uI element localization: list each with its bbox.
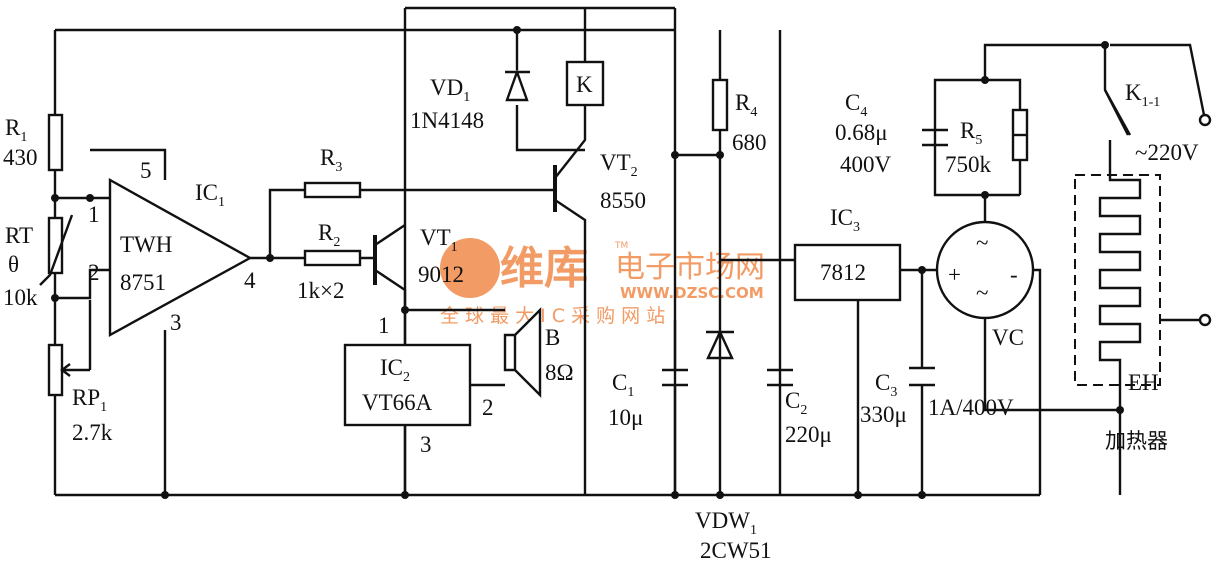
component-label: RP1	[72, 385, 107, 415]
component-label: IC3	[830, 205, 860, 235]
component-label: K	[576, 72, 593, 97]
component-label: VDW1	[695, 508, 757, 538]
component-label: IC2	[380, 355, 410, 385]
component-label: C2	[785, 388, 807, 418]
terminal-1	[1198, 113, 1212, 127]
component-label: 1	[88, 202, 100, 227]
capacitor-c2	[767, 368, 793, 387]
capacitor-c1	[662, 368, 688, 495]
component-label: VT1	[420, 225, 458, 255]
component-label: 10μ	[608, 405, 643, 430]
watermark-logo-icon	[440, 238, 500, 298]
component-label: 8751	[120, 270, 166, 295]
resistor-r1	[47, 113, 64, 172]
watermark-slogan: 全 球 最 大 I C 采 购 网 站	[440, 305, 665, 327]
component-label: 8550	[600, 188, 646, 213]
opamp-ic1	[108, 177, 253, 338]
junctions	[51, 26, 1124, 499]
component-label: 220μ	[785, 422, 832, 447]
watermark-url: WWW.DZSC.COM	[620, 284, 764, 302]
capacitor-c3	[909, 366, 935, 387]
component-label: 加热器	[1105, 429, 1168, 453]
component-label: 5	[140, 158, 152, 183]
watermark: 维库 电子市场网 TM WWW.DZSC.COM 全 球 最 大 I C 采 购…	[440, 238, 765, 327]
terminal-2	[1198, 313, 1212, 327]
speaker-b	[503, 307, 542, 398]
component-label: 1A/400V	[928, 395, 1014, 420]
component-label: 7812	[820, 260, 866, 285]
component-label: 8Ω	[545, 360, 574, 385]
component-label: IC1	[195, 180, 225, 210]
ic2-box	[343, 343, 472, 427]
component-label: 2	[88, 260, 100, 285]
component-label: C4	[845, 90, 867, 120]
component-label: θ	[8, 252, 19, 277]
component-label: 4	[244, 268, 256, 293]
component-label: 430	[3, 145, 38, 170]
component-label: R4	[735, 90, 757, 120]
zener-vdw1	[706, 329, 734, 360]
component-label: 750k	[945, 152, 992, 177]
component-label: R5	[960, 118, 982, 148]
relay-contact-k11	[1103, 89, 1130, 136]
component-label: R3	[320, 145, 342, 175]
component-label: VT2	[600, 150, 638, 180]
component-label: VC	[992, 325, 1024, 350]
diode-vd1	[505, 68, 530, 102]
wires	[53, 6, 1207, 497]
watermark-site: 电子市场网	[615, 250, 765, 285]
component-label: TWH	[120, 232, 172, 257]
watermark-tm: TM	[614, 241, 628, 251]
heater-eh-frame	[1074, 174, 1161, 386]
component-label: K1-1	[1125, 80, 1160, 110]
component-label: ~220V	[1135, 140, 1199, 165]
regulator-ic3	[793, 243, 902, 302]
relay-k	[565, 60, 605, 107]
bridge-vc	[935, 220, 1035, 320]
component-label: +	[948, 262, 961, 287]
component-label: 1	[378, 313, 390, 338]
component-label: R2	[318, 220, 340, 250]
component-label: B	[545, 325, 560, 350]
watermark-brand: 维库	[500, 243, 588, 294]
component-label: 0.68μ	[835, 120, 888, 145]
component-label: RT	[5, 223, 33, 248]
resistor-r2	[303, 249, 362, 267]
component-label: ~	[976, 230, 988, 255]
resistor-r3	[303, 181, 362, 199]
component-label: VD1	[430, 75, 470, 105]
capacitor-c4	[922, 128, 948, 147]
component-label: EH	[1128, 370, 1159, 395]
component-label: VT66A	[362, 390, 433, 415]
component-label: 330μ	[860, 402, 907, 427]
component-label: 680	[732, 130, 767, 155]
component-label: C1	[612, 370, 634, 400]
component-label: 2	[482, 395, 494, 420]
heater-eh-coil	[1098, 170, 1142, 380]
component-label: -	[1010, 262, 1018, 287]
component-label: 10k	[3, 285, 38, 310]
component-label: R1	[5, 115, 27, 145]
component-label: ~	[976, 280, 988, 305]
component-label: 1N4148	[410, 108, 484, 133]
component-label: 400V	[840, 152, 892, 177]
component-label: C3	[875, 370, 897, 400]
component-label: 3	[420, 432, 432, 457]
component-label: 9012	[418, 262, 464, 287]
resistor-r4	[711, 78, 729, 132]
component-label: 2.7k	[72, 420, 113, 445]
component-label: 3	[170, 310, 182, 335]
component-label: 1k×2	[297, 278, 344, 303]
component-label: 2CW51	[700, 538, 772, 563]
